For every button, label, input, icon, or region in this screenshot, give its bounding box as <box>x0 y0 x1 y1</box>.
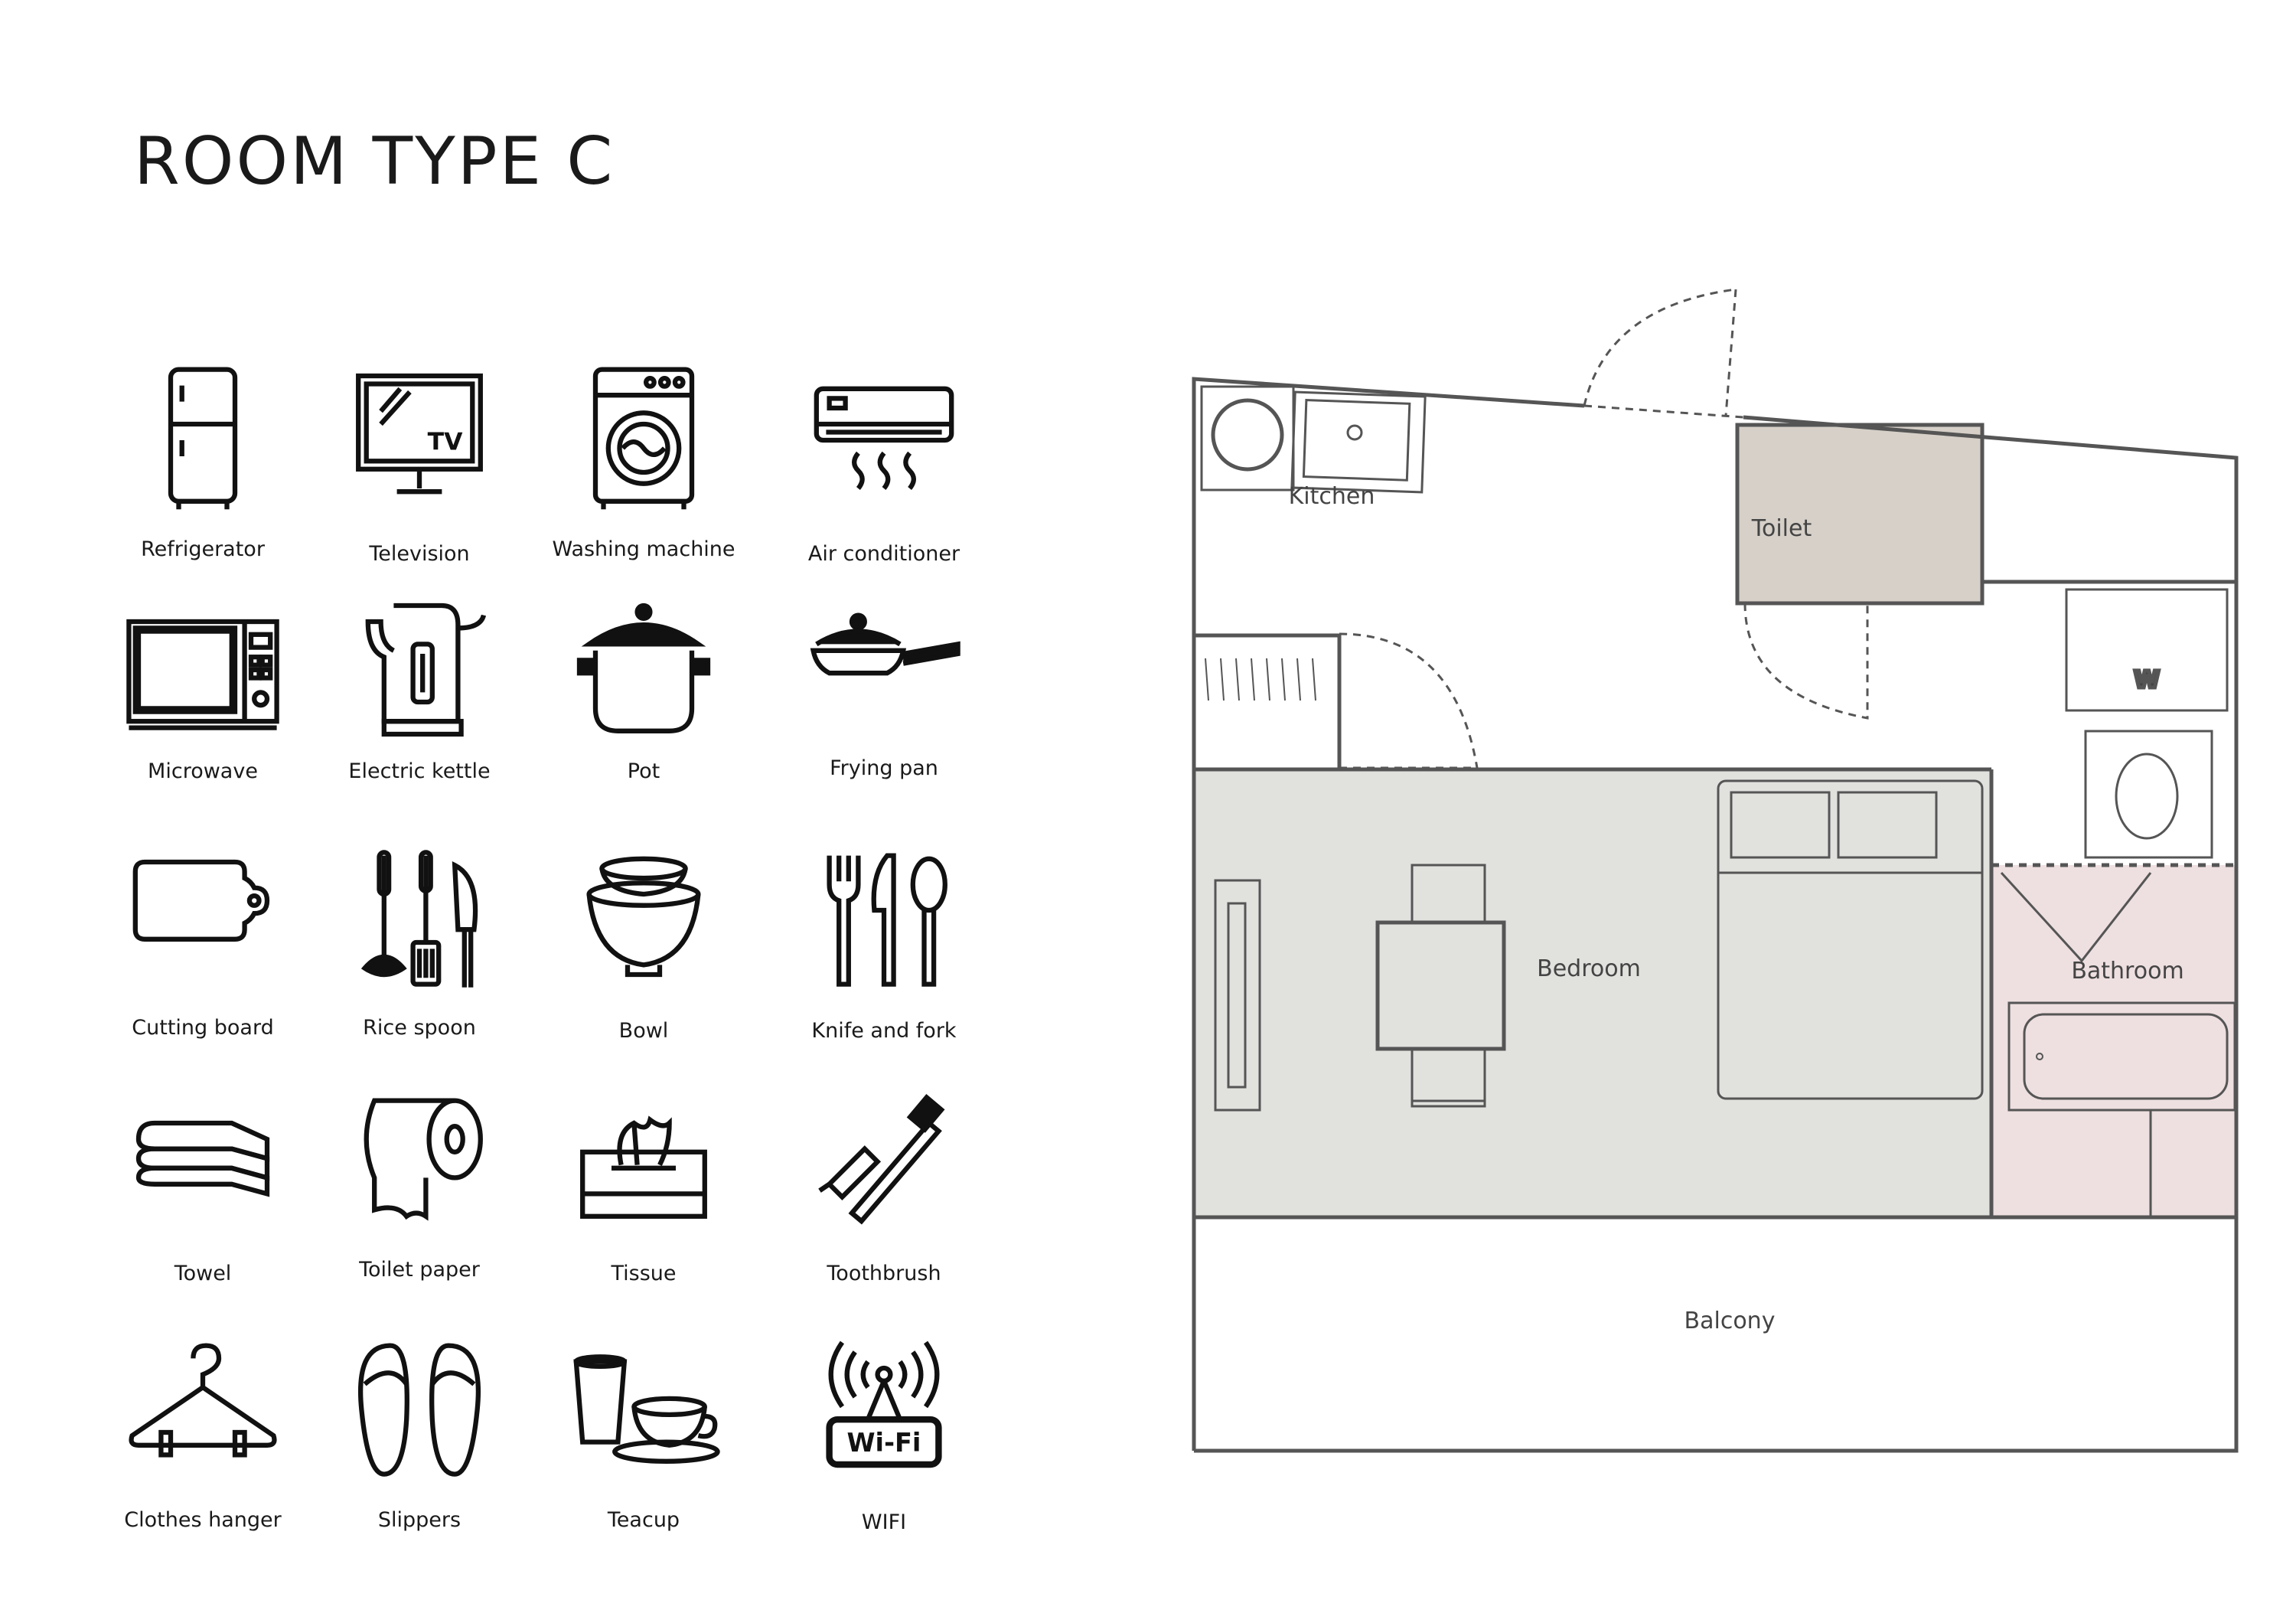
amenity-label: Air conditioner <box>807 542 960 566</box>
amenity-cutting-board: Cutting board <box>92 846 314 1076</box>
closet-door-swing <box>1339 632 1479 769</box>
room-label-kitchen: Kitchen <box>1289 483 1375 510</box>
tissue-icon <box>580 1115 707 1219</box>
amenity-washing-machine: Washing machine <box>533 360 755 589</box>
amenity-label: Teacup <box>607 1508 680 1532</box>
washer-mark: W <box>2134 667 2159 694</box>
toilet-paper-icon <box>364 1098 483 1221</box>
outer-wall <box>1192 377 1585 1451</box>
amenity-rice-spoon: Rice spoon <box>308 846 530 1076</box>
rice-spoon-icon <box>360 850 478 988</box>
amenity-label: Frying pan <box>830 756 938 780</box>
amenity-slippers: Slippers <box>308 1336 530 1566</box>
amenity-label: Clothes hanger <box>124 1508 282 1532</box>
amenity-label: Towel <box>174 1262 232 1285</box>
amenity-bowl: Bowl <box>533 846 755 1076</box>
amenity-teacup: Teacup <box>533 1336 755 1566</box>
bathroom-area <box>1991 865 2236 1217</box>
entry-door-swing <box>1583 288 1737 407</box>
amenity-knife-and-fork: Knife and fork <box>773 846 995 1076</box>
slippers-icon <box>358 1343 481 1477</box>
toilet-area <box>1737 425 1982 603</box>
air-conditioner-icon <box>814 386 954 491</box>
amenity-clothes-hanger: Clothes hanger <box>92 1336 314 1566</box>
toilet-door-swing <box>1743 603 1869 720</box>
amenity-air-conditioner: Air conditioner <box>773 360 995 589</box>
amenity-label: Television <box>369 542 470 566</box>
refrigerator-icon <box>168 367 238 510</box>
frying-pan-icon <box>810 612 960 676</box>
floor-plan-drawing: W <box>1192 288 2239 1453</box>
television-icon: TV <box>356 373 483 495</box>
cutting-board-icon <box>132 859 270 942</box>
wifi-icon: Wi-Fi <box>826 1341 942 1468</box>
room-label-toilet: Toilet <box>1751 515 1812 542</box>
amenity-toothbrush: Toothbrush <box>773 1091 995 1321</box>
amenity-television: TV Television <box>308 360 530 589</box>
room-label-balcony: Balcony <box>1684 1308 1776 1334</box>
bowl-icon <box>586 856 701 978</box>
towel-icon <box>135 1120 270 1197</box>
knife-and-fork-icon <box>827 853 947 987</box>
washing-machine-icon <box>592 367 695 510</box>
amenity-label: Knife and fork <box>811 1019 957 1043</box>
outer-wall <box>1194 415 2239 1453</box>
amenity-towel: Towel <box>92 1091 314 1321</box>
room-label-bathroom: Bathroom <box>2071 958 2183 985</box>
amenity-label: Slippers <box>377 1508 461 1532</box>
room-label-bedroom: Bedroom <box>1537 955 1641 982</box>
amenity-wifi: Wi-Fi WIFI <box>773 1336 995 1566</box>
clothes-hanger-icon <box>129 1343 277 1458</box>
amenity-label: Electric kettle <box>348 759 491 783</box>
amenity-toilet-paper: Toilet paper <box>308 1091 530 1321</box>
amenity-electric-kettle: Electric kettle <box>308 589 530 819</box>
electric-kettle-icon <box>365 603 487 737</box>
amenity-label: Toothbrush <box>827 1262 941 1285</box>
amenity-microwave: Microwave <box>92 589 314 819</box>
amenity-refrigerator: Refrigerator <box>92 360 314 589</box>
toilet-room <box>1735 423 1985 606</box>
teacup-icon <box>573 1354 720 1464</box>
amenity-label: Rice spoon <box>363 1016 476 1040</box>
amenity-label: Cutting board <box>132 1016 274 1040</box>
amenity-label: Pot <box>627 759 660 783</box>
amenity-label: Washing machine <box>552 537 735 561</box>
amenity-label: WIFI <box>861 1510 907 1534</box>
amenities-grid: Refrigerator TV Television Washing machi… <box>92 360 987 1554</box>
wifi-badge-text: Wi-Fi <box>847 1428 921 1458</box>
tv-screen-text: TV <box>428 429 463 456</box>
amenity-tissue: Tissue <box>533 1091 755 1321</box>
amenity-pot: Pot <box>533 589 755 819</box>
amenity-label: Toilet paper <box>359 1258 480 1282</box>
amenity-frying-pan: Frying pan <box>773 589 995 819</box>
page-title: ROOM TYPE C <box>134 123 615 200</box>
microwave-icon <box>126 619 279 730</box>
amenity-label: Bowl <box>618 1019 669 1043</box>
amenity-label: Microwave <box>148 759 258 783</box>
pot-icon <box>576 603 711 733</box>
bedroom-area <box>1194 769 1990 1217</box>
toothbrush-icon <box>818 1093 945 1225</box>
amenity-label: Refrigerator <box>141 537 265 561</box>
floor-plan: W <box>1163 268 2258 1493</box>
amenity-label: Tissue <box>611 1262 677 1285</box>
